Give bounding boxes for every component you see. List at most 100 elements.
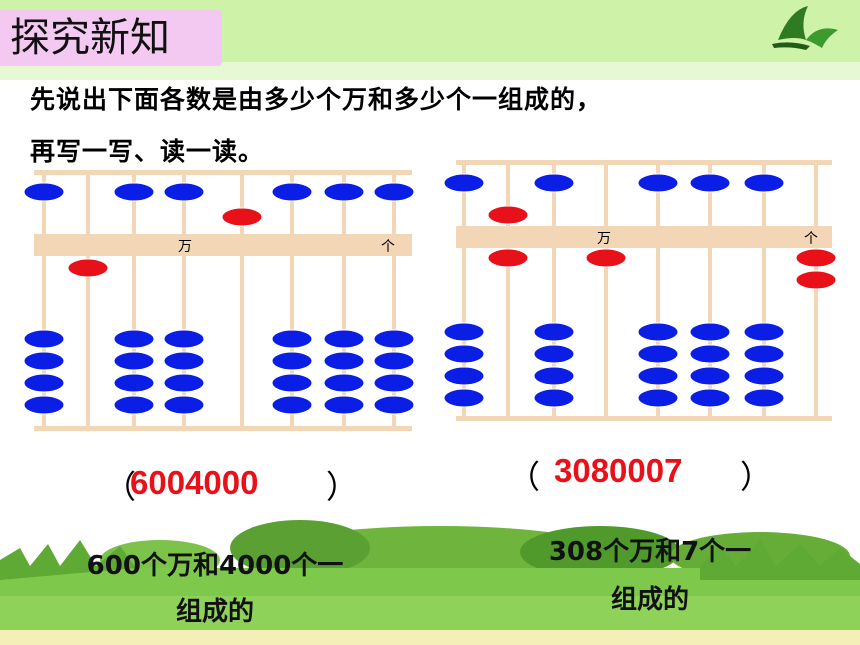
left-abacus-rod: [342, 170, 346, 426]
right-lower-bead: [533, 366, 575, 386]
left-upper-bead: [373, 182, 415, 202]
left-lower-bead: [163, 395, 205, 415]
right-abacus-rod: [506, 160, 510, 416]
right-lower-bead: [689, 344, 731, 364]
left-lower-bead: [23, 395, 65, 415]
right-lower-bead: [795, 248, 837, 268]
left-lower-bead: [163, 329, 205, 349]
right-abacus-frame-bottom: [456, 416, 832, 421]
left-label-wan: 万: [178, 239, 192, 255]
left-lower-bead: [271, 395, 313, 415]
left-upper-bead: [113, 182, 155, 202]
left-paren-close: ）: [326, 468, 359, 506]
left-lower-bead: [323, 329, 365, 349]
left-lower-bead: [323, 351, 365, 371]
left-abacus-rod: [42, 170, 46, 426]
right-abacus-rod: [656, 160, 660, 416]
left-abacus-rod: [290, 170, 294, 426]
right-explanation-line-1: 308个万和7个一: [548, 537, 752, 567]
left-label-ge: 个: [381, 239, 395, 255]
right-upper-bead: [443, 173, 485, 193]
left-paren-open: （: [104, 468, 137, 506]
right-upper-bead: [743, 173, 785, 193]
left-answer: 6004000: [130, 464, 259, 501]
right-label-ge: 个: [804, 231, 818, 247]
left-lower-bead: [113, 329, 155, 349]
right-upper-bead: [487, 205, 529, 225]
left-abacus-beam: [34, 234, 412, 256]
left-lower-bead: [23, 329, 65, 349]
right-abacus-frame-top: [456, 160, 832, 165]
left-lower-bead: [113, 373, 155, 393]
left-lower-bead: [67, 258, 109, 278]
left-abacus-rod: [392, 170, 396, 426]
right-lower-bead: [795, 270, 837, 290]
right-explanation-line-2: 组成的: [610, 585, 689, 615]
left-lower-bead: [373, 351, 415, 371]
right-lower-bead: [533, 388, 575, 408]
right-lower-bead: [689, 388, 731, 408]
right-lower-bead: [637, 344, 679, 364]
left-abacus-rod: [240, 170, 244, 426]
top-band-fade: [0, 62, 860, 80]
left-lower-bead: [373, 395, 415, 415]
right-abacus-rod: [604, 160, 608, 416]
right-answer: 3080007: [554, 452, 683, 489]
left-upper-bead: [163, 182, 205, 202]
right-lower-bead: [689, 322, 731, 342]
bottom-landscape: [0, 520, 860, 645]
right-abacus-rod: [708, 160, 712, 416]
left-explanation-line-1: 600个万和4000个一: [86, 551, 344, 581]
right-lower-bead: [637, 366, 679, 386]
right-abacus-beam: [456, 226, 832, 248]
right-lower-bead: [585, 248, 627, 268]
right-abacus-rod: [762, 160, 766, 416]
left-upper-bead: [323, 182, 365, 202]
instruction-line-1: 先说出下面各数是由多少个万和多少个一组成的，: [30, 85, 603, 114]
left-abacus-rod: [182, 170, 186, 426]
left-lower-bead: [373, 373, 415, 393]
right-lower-bead: [443, 322, 485, 342]
left-lower-bead: [271, 351, 313, 371]
instruction-line-2: 再写一写、读一读。: [30, 137, 265, 166]
right-lower-bead: [743, 322, 785, 342]
left-upper-bead: [23, 182, 65, 202]
right-paren-open: （: [508, 458, 541, 496]
page-title: 探究新知: [0, 10, 222, 66]
left-lower-bead: [373, 329, 415, 349]
left-lower-bead: [23, 373, 65, 393]
right-upper-bead: [533, 173, 575, 193]
left-lower-bead: [271, 329, 313, 349]
right-paren-close: ）: [740, 458, 773, 496]
right-label-wan: 万: [597, 231, 611, 247]
right-lower-bead: [689, 366, 731, 386]
right-lower-bead: [443, 366, 485, 386]
right-lower-bead: [637, 322, 679, 342]
left-lower-bead: [23, 351, 65, 371]
right-lower-bead: [533, 322, 575, 342]
right-lower-bead: [443, 388, 485, 408]
left-upper-bead: [271, 182, 313, 202]
right-lower-bead: [533, 344, 575, 364]
left-lower-bead: [113, 395, 155, 415]
right-abacus-rod: [462, 160, 466, 416]
left-lower-bead: [323, 395, 365, 415]
left-lower-bead: [113, 351, 155, 371]
right-upper-bead: [637, 173, 679, 193]
right-lower-bead: [487, 248, 529, 268]
leaf-icon: [772, 6, 838, 50]
left-lower-bead: [163, 351, 205, 371]
right-upper-bead: [689, 173, 731, 193]
right-abacus-rod: [552, 160, 556, 416]
right-lower-bead: [743, 366, 785, 386]
left-abacus-rod: [132, 170, 136, 426]
right-explanation: 308个万和7个一 组成的: [500, 532, 800, 620]
left-lower-bead: [323, 373, 365, 393]
right-lower-bead: [637, 388, 679, 408]
left-lower-bead: [163, 373, 205, 393]
left-abacus-rod: [86, 170, 90, 426]
left-abacus-frame-bottom: [34, 426, 412, 431]
left-explanation: 600个万和4000个一 组成的: [55, 546, 375, 632]
